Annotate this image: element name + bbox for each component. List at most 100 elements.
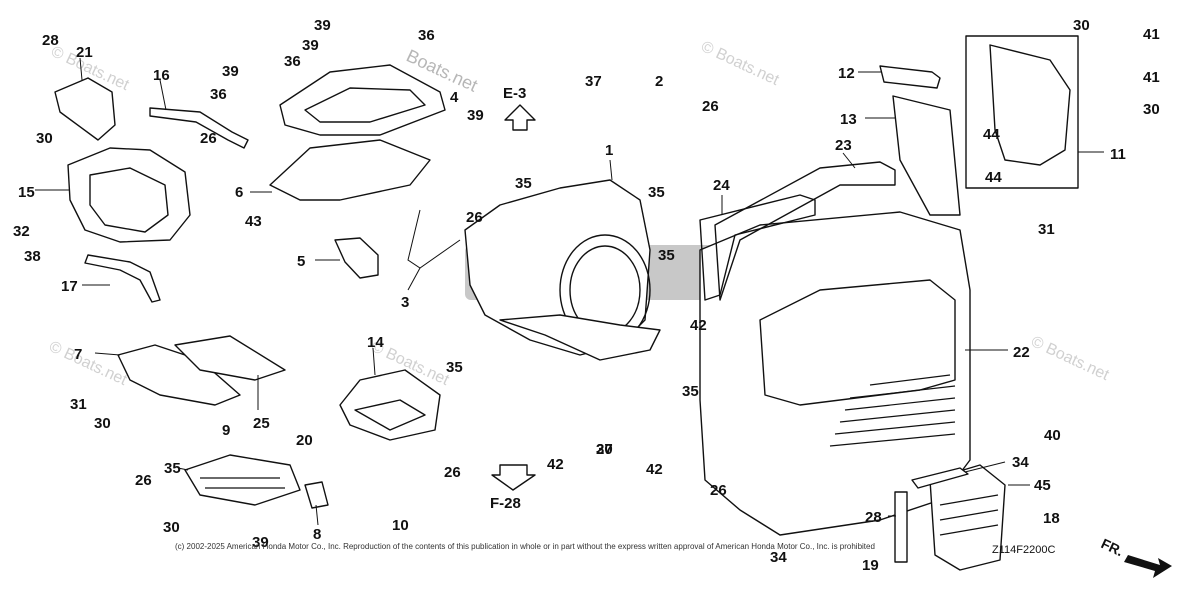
part-8-grille (177, 454, 301, 506)
direction-label: FR. (1099, 535, 1126, 559)
callout: 31 (70, 396, 87, 413)
callout: 27 (596, 441, 613, 458)
callout: 41 (1143, 26, 1160, 43)
callout: 17 (61, 278, 78, 295)
callout: 2 (655, 73, 663, 90)
part-20-bar (911, 461, 1006, 489)
callout: 12 (838, 65, 855, 82)
callout: 39 (222, 63, 239, 80)
callout: 39 (314, 17, 331, 34)
callout: 26 (466, 209, 483, 226)
callout: 30 (163, 519, 180, 536)
callout: 39 (252, 534, 269, 551)
part-13-plate (865, 95, 961, 216)
part-24-gasket (699, 194, 816, 301)
callout: 4 (450, 89, 459, 106)
callout: 7 (74, 346, 82, 363)
callout: 15 (18, 184, 35, 201)
callout: 36 (284, 53, 301, 70)
callout: 5 (297, 253, 305, 270)
callout: 42 (690, 317, 707, 334)
callout: 23 (835, 137, 852, 154)
callout: 10 (392, 517, 409, 534)
part-4-tray (279, 64, 446, 136)
callout: 24 (713, 177, 730, 194)
callout: 30 (596, 441, 613, 458)
callout: 45 (1034, 477, 1051, 494)
callout: 42 (547, 456, 564, 473)
ref-e3-arrow: E-3 (503, 85, 536, 131)
part-14-tray (339, 347, 441, 441)
callout: 44 (985, 169, 1002, 186)
callout: 19 (862, 557, 879, 574)
callout: 9 (222, 422, 230, 439)
callout: 32 (13, 223, 30, 240)
direction-indicator: FR. (1099, 535, 1172, 578)
watermark: © Boats.net (698, 38, 782, 89)
callout: 36 (418, 27, 435, 44)
diagram-code: Z114F2200C (992, 544, 1055, 556)
part-16-strip (149, 79, 249, 149)
callout: 38 (24, 248, 41, 265)
callout: 42 (646, 461, 663, 478)
callout: 13 (840, 111, 857, 128)
part-5-bracket (315, 237, 379, 279)
part-21-cover (54, 57, 116, 141)
callout: 36 (210, 86, 227, 103)
callout: 14 (367, 334, 384, 351)
callout: 35 (446, 359, 463, 376)
part-6-plate (250, 139, 431, 201)
callout: 26 (135, 472, 152, 489)
callout: 26 (702, 98, 719, 115)
ref-e3-label: E-3 (503, 85, 526, 102)
callout: 8 (313, 526, 321, 543)
part-1-housing (464, 159, 661, 361)
ref-f28-label: F-28 (490, 495, 521, 512)
callout: 22 (1013, 344, 1030, 361)
watermark: © Boats.net (46, 338, 130, 389)
callout: 30 (1073, 17, 1090, 34)
part-19-strip (888, 491, 908, 563)
callout: 30 (1143, 101, 1160, 118)
callout: 26 (200, 130, 217, 147)
callout: 21 (76, 44, 93, 61)
part-12-bar (858, 65, 941, 89)
callout: 26 (444, 464, 461, 481)
callout: 44 (983, 126, 1000, 143)
callouts: 28 21 16 39 36 39 36 39 36 4 39 37 2 26 … (13, 17, 1160, 574)
callout: 28 (865, 509, 882, 526)
callout: 35 (658, 247, 675, 264)
callout: 30 (36, 130, 53, 147)
callout: 28 (42, 32, 59, 49)
panel-louvers (829, 374, 956, 447)
callout: 34 (770, 549, 787, 566)
callout: 26 (710, 482, 727, 499)
callout: 6 (235, 184, 243, 201)
direction-arrow-icon (1124, 555, 1172, 578)
callout: 39 (302, 37, 319, 54)
part-15-shroud (35, 147, 191, 243)
callout: 16 (153, 67, 170, 84)
part-23-gasket (714, 152, 896, 301)
part-18-cover (929, 464, 1030, 571)
callout: 39 (467, 107, 484, 124)
callout: 35 (515, 175, 532, 192)
callout: 3 (401, 294, 409, 311)
callout: 25 (253, 415, 270, 432)
callout: 30 (94, 415, 111, 432)
callout: 20 (296, 432, 313, 449)
part-10-bracket (304, 481, 329, 526)
part-17-strip (82, 254, 161, 303)
part-9-plate (174, 335, 286, 410)
part-11-case (965, 35, 1104, 189)
ref-f28-arrow: F-28 (490, 464, 536, 512)
callout: 40 (1044, 427, 1061, 444)
callout: 37 (585, 73, 602, 90)
part-7-plate (94, 344, 241, 406)
callout: 35 (682, 383, 699, 400)
callout: 35 (164, 460, 181, 477)
callout: 41 (1143, 69, 1160, 86)
callout: 43 (245, 213, 262, 230)
callout: 34 (1012, 454, 1029, 471)
